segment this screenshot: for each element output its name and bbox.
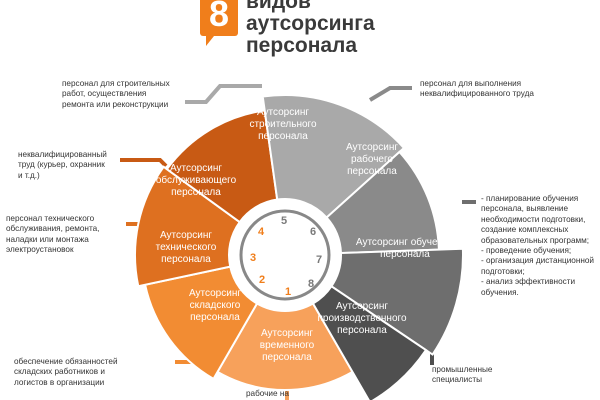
title-line-3: персонала: [246, 34, 358, 57]
segment-label-line: персонала: [161, 254, 211, 265]
segment-note-line: ремонта или реконструкции: [62, 99, 169, 109]
segment-note-line: складских работников и: [14, 367, 105, 377]
segment-note-line: промышленные: [432, 365, 493, 374]
segment-note-line: - проведение обучения;: [481, 246, 572, 256]
segment-number-5: 5: [281, 215, 287, 227]
segment-label-line: Аутсорсинг: [160, 230, 212, 241]
center-hub: [263, 233, 307, 277]
segment-label-line: персонала: [347, 166, 397, 177]
segment-number-7: 7: [316, 254, 322, 266]
segment-note-line: и т.д.): [18, 170, 40, 180]
connector-line-4: [120, 158, 168, 168]
segment-label-line: персонала: [171, 187, 221, 198]
segment-label-line: Аутсорсинг: [346, 142, 398, 153]
segment-wedge-1: [216, 302, 354, 391]
page-title: видов аутсорсинга персонала: [246, 0, 375, 57]
segment-label-line: Аутсорсинг: [261, 328, 313, 339]
segment-label-line: Аутсорсинг: [170, 163, 222, 174]
segment-label-line: строительного: [249, 119, 317, 130]
segment-note-line: рабочие на: [246, 389, 289, 398]
segment-label-line: Аутсорсинг: [257, 107, 309, 118]
segment-note-line: наладки или монтажа: [6, 234, 89, 244]
segment-label-line: персонала: [190, 312, 240, 323]
connector-line-5: [185, 84, 262, 104]
segment-note-line: неквалифицированного труда: [420, 89, 534, 99]
segment-note-line: - организация дистанционной: [481, 256, 595, 266]
title-line-1: видов: [246, 0, 311, 13]
segment-number-1: 1: [285, 286, 291, 298]
segment-label-line: временного: [260, 340, 315, 351]
segment-label-line: персонала: [262, 352, 312, 363]
title-number: 8: [208, 0, 230, 34]
segment-number-6: 6: [310, 226, 316, 238]
segment-wedge-2: [143, 265, 259, 381]
segment-label-line: персонала: [380, 249, 430, 260]
segment-wedge-8: [311, 284, 428, 400]
segment-label-line: производственного: [317, 313, 406, 324]
segment-note-line: персонал для строительных: [62, 79, 170, 88]
segment-label-line: Аутсорсинг: [189, 288, 241, 299]
segment-wedge-7: [330, 247, 464, 356]
segment-note-line: персонал технического: [6, 214, 95, 223]
segment-note-line: электроустановок: [6, 245, 74, 255]
segment-note-line: труд (курьер, охранник: [18, 160, 105, 170]
segment-note-line: неквалифицированный: [18, 150, 107, 159]
segment-note-line: образовательных программ;: [481, 235, 590, 245]
segment-note-line: - планирование обучения: [481, 194, 579, 203]
segment-wedge-5: [261, 94, 406, 219]
title-number-badge: 8: [200, 0, 238, 46]
segment-label-line: Аутсорсинг: [336, 301, 388, 312]
segment-label-line: складского: [190, 300, 241, 311]
segment-wedge-3: [134, 165, 242, 288]
segment-note-line: работ, осуществления: [62, 89, 147, 99]
segment-label-line: Аутсорсинг обучения: [356, 236, 454, 248]
segment-number-2: 2: [259, 274, 265, 286]
segment-note-line: создание комплексных: [481, 225, 569, 235]
segment-label-line: обслуживающего: [156, 174, 237, 186]
title-line-2: аутсорсинга: [246, 12, 375, 35]
segment-note-line: обслуживания, ремонта,: [6, 224, 100, 234]
segment-label-line: персонала: [258, 131, 308, 142]
segment-note-line: - анализ эффективности: [481, 277, 576, 287]
connector-line-6: [368, 86, 412, 102]
segment-note-line: подготовки;: [481, 266, 525, 276]
segment-note-1: рабочие на: [246, 389, 289, 399]
segment-note-line: персонал для выполнения: [420, 79, 522, 88]
segment-note-line: персонала, выявление: [481, 204, 569, 214]
segment-label-line: технического: [156, 242, 217, 253]
segment-note-line: необходимости подготовки,: [481, 214, 586, 224]
segment-label-line: рабочего: [351, 153, 393, 165]
segment-number-8: 8: [308, 278, 314, 290]
segment-note-line: обеспечение обязанностей: [14, 357, 118, 366]
segment-note-line: логистов в организации: [14, 377, 105, 387]
segment-label-line: персонала: [337, 325, 387, 336]
segment-number-4: 4: [258, 226, 265, 238]
segment-note-line: специалисты: [432, 375, 482, 385]
segment-number-3: 3: [250, 252, 256, 264]
segment-note-line: обучения.: [481, 287, 519, 297]
